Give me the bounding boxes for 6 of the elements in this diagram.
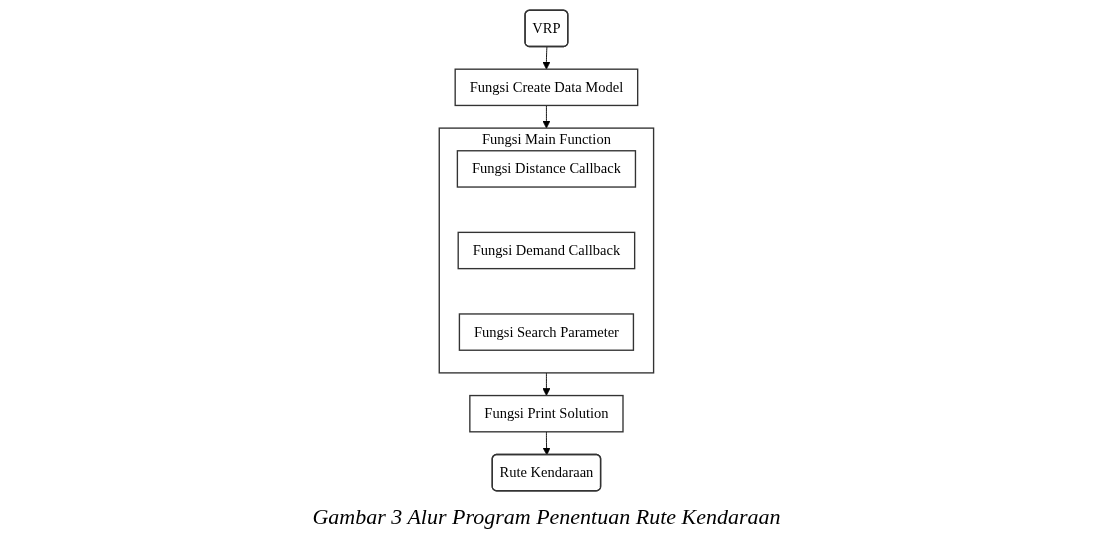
node-box: Fungsi Create Data Model	[454, 68, 639, 106]
node-box: Fungsi Distance Callback	[456, 149, 637, 188]
node-box: Fungsi Search Parameter	[458, 312, 635, 351]
node-box: Fungsi Demand Callback	[457, 231, 636, 269]
node-box: Fungsi Print Solution	[469, 394, 624, 432]
figure-caption: Gambar 3 Alur Program Penentuan Rute Kendaraan	[312, 504, 781, 530]
